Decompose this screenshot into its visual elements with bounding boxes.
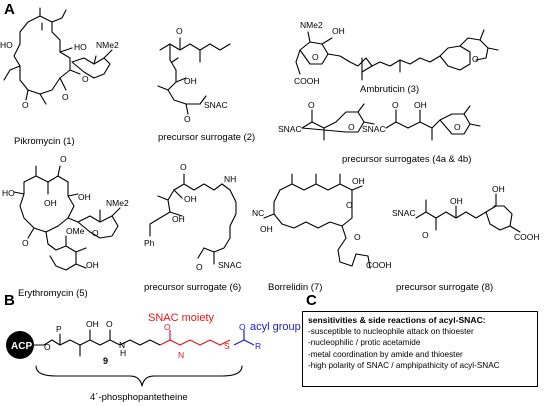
pikro-ho-label: HO [0, 40, 13, 50]
surr2-oh-label: OH [184, 76, 197, 86]
surr2-o-label: O [184, 114, 191, 124]
ery-o-label: O [60, 154, 67, 164]
b-acyl-o-label: O [239, 322, 246, 332]
phosphopantetheine-label: 4´-phosphopantetheine [90, 392, 188, 403]
borr-o-label: O [346, 200, 353, 210]
ambru-o-label: O [312, 52, 319, 62]
b-snac-s-label: S [224, 341, 230, 351]
surr4a-o-label: O [308, 100, 315, 110]
b-n-label: N [119, 340, 125, 350]
acp-label: ACP [11, 341, 32, 352]
surr4b-snac-label: SNAC [362, 124, 386, 134]
surrogate-6-structure: O NH OH OH Ph O SNAC [144, 162, 242, 272]
b-h-label: H [120, 348, 126, 358]
surr4b-ring-o: O [454, 122, 461, 132]
pikro-o-label-3: O [62, 92, 69, 102]
borr-oh-label-2: OH [260, 224, 273, 234]
surr8-o-label: O [422, 230, 429, 240]
surr6-snac-label: SNAC [218, 260, 242, 270]
borr-cooh-label: COOH [366, 260, 392, 270]
borr-oh-label: OH [352, 176, 365, 186]
ery-nme2-label: NMe2 [106, 198, 129, 208]
erythromycin-label: Erythromycin (5) [18, 288, 88, 299]
panel-b-letter: B [4, 292, 15, 309]
b-snac-o-label: O [164, 322, 171, 332]
ery-ome-label: OMe [66, 226, 85, 236]
ambruticin-structure: NMe2 OH COOH O O [294, 20, 499, 86]
erythromycin-structure: HO O OH OH NMe2 O OMe OH O [2, 154, 129, 271]
ambru-oh-label: OH [332, 26, 345, 36]
panel-c-item: -metal coordination by amide and thioest… [308, 349, 463, 359]
ambru-o-label-2: O [472, 54, 479, 64]
b-o-label-2: O [106, 319, 113, 329]
ery-lactone-o: O [22, 238, 29, 248]
b-acyl-r-label: R [255, 341, 261, 351]
surrogates-4-label: precursor surrogates (4a & 4b) [342, 154, 471, 165]
surr6-oh-label-2: OH [172, 214, 185, 224]
ery-sugar-o: O [92, 228, 99, 238]
surrogate-8-structure: SNAC O OH OH COOH [392, 184, 540, 242]
ambruticin-label: Ambruticin (3) [360, 84, 419, 95]
borr-nc-label: NC [252, 208, 264, 218]
panel-c-box: sensitivities & side reactions of acyl-S… [302, 311, 538, 387]
b-snac-n-label: N [178, 350, 184, 360]
ery-oh-label-3: OH [86, 260, 99, 270]
panel-c-item: -susceptible to nucleophile attack on th… [308, 327, 474, 337]
panel-a-letter: A [4, 1, 15, 18]
borr-o-label-2: O [354, 232, 361, 242]
pikromycin-label: Pikromycin (1) [14, 136, 75, 147]
ambru-cooh-label: COOH [294, 76, 320, 86]
panel-c-title: sensitivities & side reactions of acyl-S… [308, 315, 486, 325]
acyl-group-label: acyl group [250, 321, 301, 333]
surr4a-ring-o: O [348, 122, 355, 132]
borrelidin-label: Borrelidin (7) [268, 282, 322, 293]
surrogates-4-structure: SNAC O O SNAC O OH O [278, 100, 481, 141]
panel-b-structure: ACP O P OH O H N 9 O N S SNAC moiety O R… [6, 312, 301, 403]
surr6-o-label-2: O [196, 262, 203, 272]
surr8-oh-label: OH [450, 196, 463, 206]
phosphopantetheine-brace [35, 365, 243, 387]
surrogate-8-label: precursor surrogate (8) [396, 282, 493, 293]
b-oh-label: OH [86, 319, 99, 329]
surr8-cooh-label: COOH [514, 232, 540, 242]
ery-ho-label: HO [2, 188, 15, 198]
panel-c-letter: C [306, 292, 317, 309]
pikro-o-label: O [82, 74, 89, 84]
acp-circle [6, 331, 34, 359]
surr6-o-label: O [180, 162, 187, 172]
b-o-label: O [44, 342, 51, 352]
surrogate-2-label: precursor surrogate (2) [158, 132, 255, 143]
borrelidin-structure: OH O O OH NC COOH [252, 173, 392, 270]
pikro-nme2-label: NMe2 [96, 40, 119, 50]
snac-moiety-label: SNAC moiety [148, 312, 215, 324]
surr4b-oh-label: OH [414, 100, 427, 110]
surr8-oh-label-2: OH [492, 184, 505, 194]
pikro-oh-label: HO [74, 42, 87, 52]
surr2-snac-label: SNAC [204, 100, 228, 110]
pikromycin-structure: HO HO NMe2 O O O [0, 7, 119, 110]
surr6-ph-label: Ph [144, 238, 155, 248]
panel-c-item: -high polarity of SNAC / amphipathicity … [308, 360, 500, 370]
pikro-o-label-2: O [22, 100, 29, 110]
surr6-oh-label: OH [184, 194, 197, 204]
surr6-nh-label: NH [224, 174, 236, 184]
panel-c-item: -nucleophilic / protic acetamide [308, 338, 421, 348]
compound-9-label: 9 [103, 356, 108, 366]
b-p-label: P [56, 324, 62, 334]
ambru-nme2-label: NMe2 [300, 20, 323, 30]
surr4a-snac-label: SNAC [278, 124, 302, 134]
surr4b-o-label: O [392, 100, 399, 110]
surr2-o-label-2: O [176, 26, 183, 36]
ery-oh-label: OH [44, 198, 57, 208]
surrogate-2-structure: OH SNAC O O [157, 26, 231, 124]
ery-oh-label-2: OH [78, 192, 91, 202]
surr8-snac-label: SNAC [392, 208, 416, 218]
surrogate-6-label: precursor surrogate (6) [144, 282, 241, 293]
